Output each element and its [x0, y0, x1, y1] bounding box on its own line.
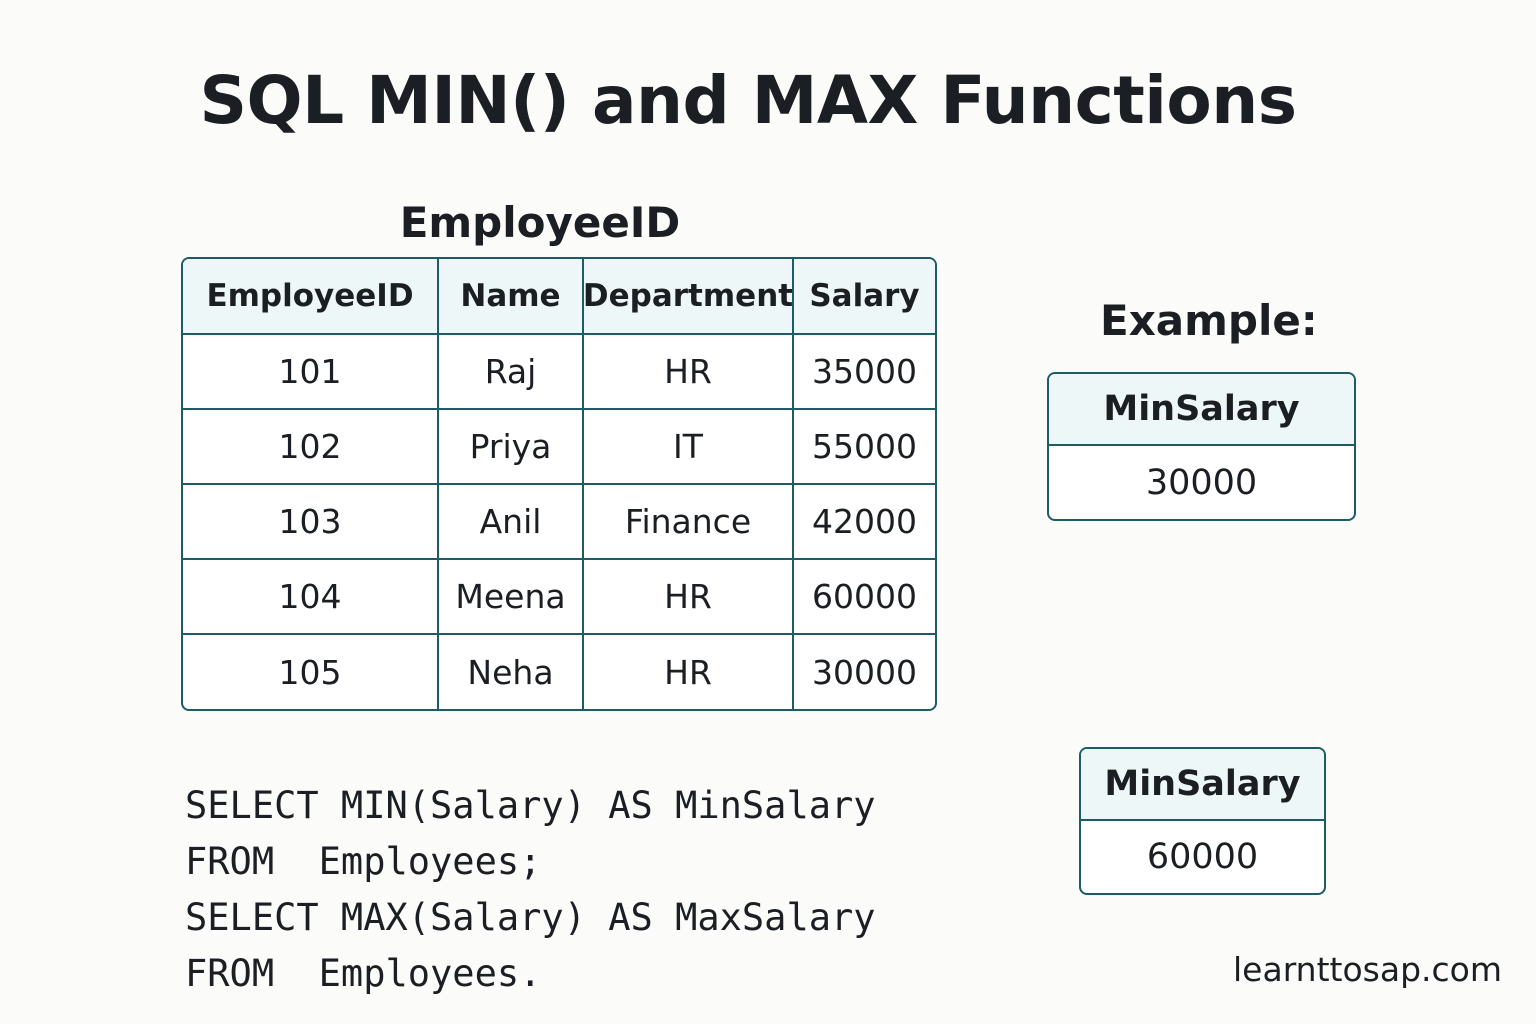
min-result-header: MinSalary — [1049, 374, 1354, 446]
table-caption: EmployeeID — [399, 198, 681, 247]
table-cell: 55000 — [812, 427, 917, 466]
table-row: 103 Anil Finance 42000 — [183, 485, 935, 560]
table-cell: IT — [584, 410, 794, 483]
table-cell: 30000 — [812, 653, 917, 692]
table-cell: Raj — [439, 335, 584, 408]
site-watermark: learnttosap.com — [1233, 950, 1502, 989]
table-cell: Finance — [584, 485, 794, 558]
column-header-department: Department — [584, 259, 794, 333]
code-line: SELECT MAX(Salary) AS MaxSalary — [185, 896, 876, 939]
column-header-employeeid: EmployeeID — [183, 259, 439, 333]
code-line: FROM Employees. — [185, 952, 542, 995]
table-cell: Anil — [439, 485, 584, 558]
table-row: 101 Raj HR 35000 — [183, 335, 935, 410]
max-result-value: 60000 — [1146, 837, 1259, 877]
column-header-salary: Salary — [809, 278, 920, 314]
table-row: 104 Meena HR 60000 — [183, 560, 935, 635]
table-cell: Priya — [439, 410, 584, 483]
table-cell: 35000 — [812, 352, 917, 391]
table-cell: Neha — [439, 635, 584, 709]
table-cell: 42000 — [812, 502, 917, 541]
table-cell: 60000 — [812, 577, 917, 616]
max-result-box: MinSalary 60000 — [1079, 747, 1326, 895]
table-cell: 102 — [183, 410, 439, 483]
employees-table: EmployeeID Name Department Salary 101 Ra… — [181, 257, 937, 711]
min-result-box: MinSalary 30000 — [1047, 372, 1356, 521]
column-header-name: Name — [439, 259, 584, 333]
table-row: 102 Priya IT 55000 — [183, 410, 935, 485]
min-result-value: 30000 — [1145, 462, 1258, 503]
table-cell: HR — [584, 560, 794, 633]
sql-code-block: SELECT MIN(Salary) AS MinSalary FROM Emp… — [185, 778, 945, 1002]
table-row: 105 Neha HR 30000 — [183, 635, 935, 709]
table-cell: 105 — [183, 635, 439, 709]
page-title: SQL MIN() and MAX Functions — [199, 62, 1298, 139]
table-cell: HR — [584, 635, 794, 709]
table-cell: Meena — [439, 560, 584, 633]
table-cell: 103 — [183, 485, 439, 558]
code-line: FROM Employees; — [185, 840, 542, 883]
table-cell: 104 — [183, 560, 439, 633]
example-label: Example: — [1100, 296, 1318, 345]
table-header-row: EmployeeID Name Department Salary — [183, 259, 935, 335]
max-result-header: MinSalary — [1081, 749, 1324, 821]
table-cell: HR — [584, 335, 794, 408]
code-line: SELECT MIN(Salary) AS MinSalary — [185, 784, 876, 827]
table-cell: 101 — [183, 335, 439, 408]
